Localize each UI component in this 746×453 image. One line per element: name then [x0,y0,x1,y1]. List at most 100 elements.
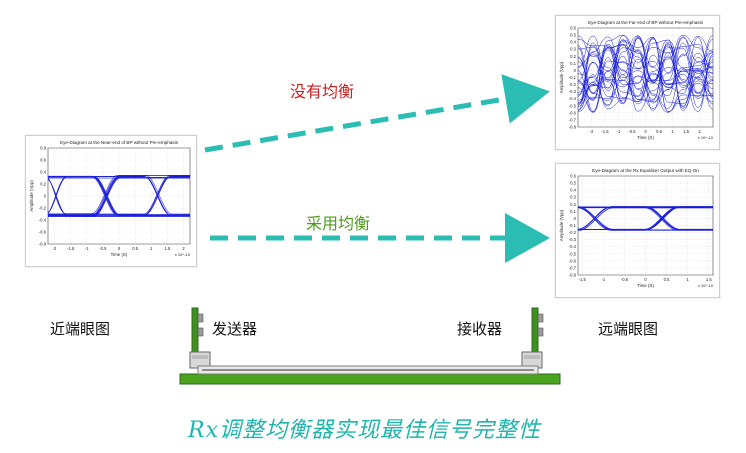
y-tick-label: 0.5 [570,33,576,38]
eye-trace [578,34,713,97]
x-tick-label: 0.5 [132,246,138,251]
y-tick-label: 0.5 [570,181,576,186]
x-tick-label: -1 [601,277,605,282]
eye-trace [48,176,190,216]
eye-trace [48,177,190,217]
near-eye-label: 近端眼图 [50,320,111,338]
y-tick-label: 0.1 [570,209,576,214]
eye-traces [578,34,713,113]
eye-trace [48,176,190,216]
eye-trace [578,35,713,101]
eye-trace [48,176,190,216]
x-tick-label: 1.5 [683,129,689,134]
y-tick-label: -0.2 [569,82,577,87]
y-tick-label: 0.2 [40,182,46,187]
x-tick-label: 1 [671,129,674,134]
y-tick-label: -0.4 [39,218,47,223]
plot-title: Eye-Diagram at the Rx Equalizer Output w… [592,168,699,173]
y-tick-label: -0.5 [569,103,577,108]
y-tick-label: -0.8 [39,242,47,247]
eye-traces [578,206,713,231]
x-tick-label: -2 [53,246,57,251]
far-end-eye-diagram-eq-on: Eye-Diagram at the Rx Equalizer Output w… [555,163,720,298]
transmitter-label: 发送器 [212,320,258,338]
y-tick-label: -0.2 [39,206,47,211]
backplane-illustration [179,307,561,385]
x-tick-label: 0.5 [656,129,662,134]
y-tick-label: 0.4 [570,40,576,45]
y-tick-label: 0.6 [570,26,576,31]
y-tick-label: -0.4 [569,244,577,249]
y-tick-label: -0.4 [569,96,577,101]
y-tick-label: -0.3 [569,237,577,242]
x-axis-label: Time (S) [637,135,654,140]
y-tick-label: 0 [574,68,577,73]
x-tick-label: 0 [644,277,647,282]
x-exponent: x 10^-10 [698,135,714,140]
bottom-title: Rx调整均衡器实现最佳信号完整性 [188,418,541,443]
eye-trace [48,216,190,217]
x-exponent: x 10^-10 [175,252,191,257]
eye-trace [578,207,713,231]
y-tick-label: -0.1 [569,75,577,80]
x-tick-label: 0.5 [664,277,670,282]
far-end-eye-diagram-no-eq: Eye-Diagram at the Far-end of BP without… [555,15,720,150]
eye-trace [48,176,190,216]
y-tick-label: 0.4 [570,188,576,193]
y-tick-label: 0 [44,194,47,199]
x-axis-label: Time (S) [111,252,128,257]
y-tick-label: -0.1 [569,223,577,228]
x-exponent: x 10^-10 [698,283,714,288]
y-tick-label: -0.6 [569,258,577,263]
y-tick-label: -0.2 [569,230,577,235]
arrow-no-eq [204,74,550,153]
y-tick-label: 0.2 [570,54,576,59]
backplane-board [179,365,561,385]
x-tick-label: -0.5 [99,246,107,251]
x-tick-label: 2 [698,129,701,134]
y-tick-label: 0.8 [40,146,46,151]
eye-trace [578,36,713,112]
y-tick-label: -0.7 [569,117,577,122]
y-tick-label: 0.6 [40,158,46,163]
eye-trace [48,175,190,215]
y-tick-label: 0.2 [570,202,576,207]
x-tick-label: 1 [150,246,153,251]
plot-title: Eye-Diagram at the Far-end of BP without… [588,20,704,25]
y-tick-label: 0.3 [570,47,576,52]
eye-trace [578,206,713,230]
x-tick-label: -1 [617,129,621,134]
x-tick-label: -1 [85,246,89,251]
y-axis-label: Amplitude (Vpp) [29,180,34,212]
with-eq-label: 采用均衡 [306,214,371,233]
x-tick-label: 1.5 [706,277,712,282]
x-tick-label: 1.5 [164,246,170,251]
y-tick-label: -0.6 [39,230,47,235]
y-tick-label: 0.4 [40,170,46,175]
y-tick-label: -0.6 [569,110,577,115]
x-tick-label: -1.5 [579,277,587,282]
x-tick-label: 0 [644,129,647,134]
y-axis-label: Amplitude (Vpp) [559,61,564,93]
y-tick-label: -0.5 [569,251,577,256]
eye-trace [578,206,713,230]
eye-trace [578,207,713,231]
x-tick-label: 2 [182,246,185,251]
x-tick-label: -2 [590,129,594,134]
receiver-label: 接收器 [457,320,503,338]
eye-trace [578,37,713,104]
x-tick-label: -1.5 [67,246,75,251]
y-tick-label: -0.3 [569,89,577,94]
x-tick-label: -0.5 [621,277,629,282]
eye-trace [578,206,713,230]
x-tick-label: 1 [687,277,690,282]
eye-trace [48,177,190,217]
eye-trace [578,37,713,105]
eye-trace [578,44,713,100]
eye-trace [578,207,713,231]
y-tick-label: -0.7 [569,265,577,270]
eye-trace [578,37,713,111]
y-tick-label: 0.1 [570,61,576,66]
y-axis-label: Amplitude (Vpp) [559,209,564,241]
